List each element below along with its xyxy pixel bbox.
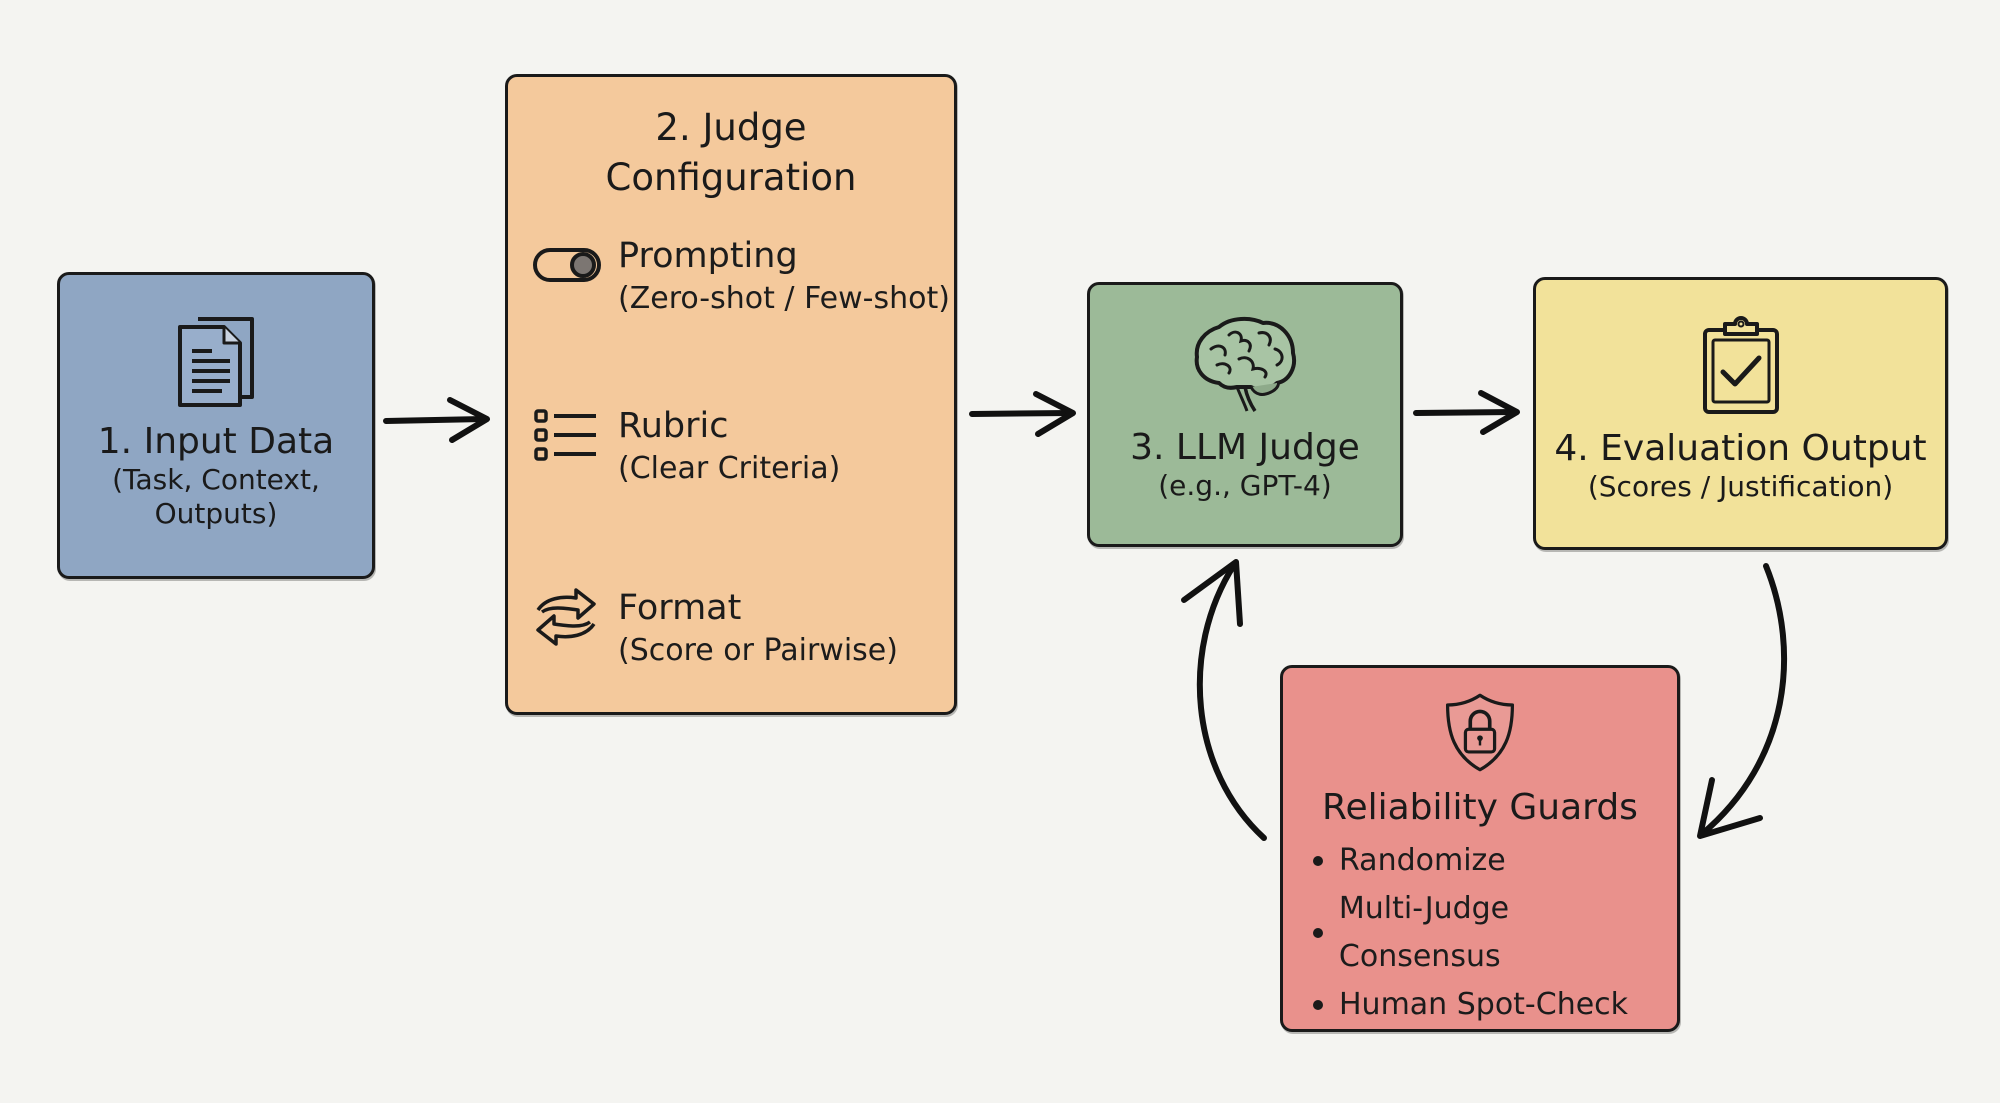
llm-judge-node: 3. LLM Judge (e.g., GPT-4) [1087,282,1403,547]
guard-item-label: Multi-Judge Consensus [1338,891,1510,974]
config-item-format: Format (Score or Pairwise) [532,587,898,673]
input-data-node: 1. Input Data (Task, Context, Outputs) [57,272,375,579]
llm-judge-subtitle: (e.g., GPT-4) [1158,469,1332,502]
input-data-subtitle-line2: Outputs) [154,497,278,530]
arrow-config-to-llm [969,391,1076,437]
bullet-icon [1313,856,1323,866]
shield-lock-icon [1445,693,1515,772]
guard-item-label: Randomize [1339,843,1506,878]
guard-item: Human Spot-Check [1313,981,1677,1029]
judge-configuration-node: 2. Judge Configuration Prompting (Zero-s… [505,74,957,715]
toggle-icon [533,248,601,282]
config-item-detail: (Zero-shot / Few-shot) [618,281,950,316]
config-item-label: Prompting [618,236,798,276]
guard-item: Multi-Judge Consensus [1313,885,1677,981]
checklist-icon [534,409,596,461]
arrow-input-to-config [383,397,490,443]
config-item-label: Rubric [618,406,729,446]
judge-configuration-title-line1: 2. Judge [655,106,807,149]
evaluation-output-node: 4. Evaluation Output (Scores / Justifica… [1533,277,1948,550]
config-item-detail: (Score or Pairwise) [618,633,898,668]
arrow-output-to-guards [1697,563,1788,839]
input-data-subtitle-line1: (Task, Context, [112,463,320,496]
guard-item: Randomize [1313,837,1677,885]
guards-list: Randomize Multi-Judge Consensus Human Sp… [1313,837,1677,1029]
guard-item-label: Human Spot-Check [1339,987,1629,1022]
input-data-title: 1. Input Data [97,421,335,462]
judge-configuration-title-line2: Configuration [605,156,857,199]
reliability-guards-title: Reliability Guards [1322,787,1638,828]
arrow-llm-to-output [1413,390,1520,435]
config-item-rubric: Rubric (Clear Criteria) [532,405,840,491]
evaluation-output-subtitle: (Scores / Justification) [1587,470,1894,503]
config-item-prompting: Prompting (Zero-shot / Few-shot) [532,235,950,321]
config-item-detail: (Clear Criteria) [618,451,841,486]
swap-arrows-icon [536,588,596,646]
bullet-icon [1313,1000,1323,1010]
llm-judge-title: 3. LLM Judge [1130,427,1360,468]
reliability-guards-node: Reliability Guards Randomize Multi-Judge… [1280,665,1680,1032]
arrow-guards-to-llm [1181,559,1267,841]
bullet-icon [1313,928,1323,938]
evaluation-output-title: 4. Evaluation Output [1554,428,1927,469]
clipboard-check-icon [1702,316,1779,414]
document-icon [178,317,254,407]
config-item-label: Format [618,588,742,628]
brain-icon [1194,316,1296,412]
